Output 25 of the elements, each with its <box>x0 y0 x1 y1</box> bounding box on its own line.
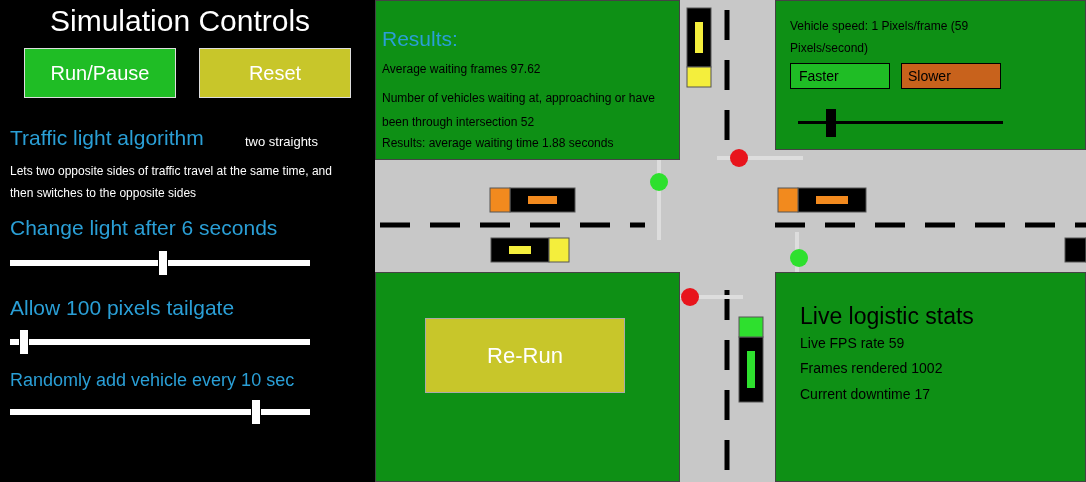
setting-value: two straights <box>245 134 318 149</box>
stat-text: Frames rendered 1002 <box>800 360 943 376</box>
stats-panel <box>775 272 1086 482</box>
setting-label: Allow 100 pixels tailgate <box>10 296 235 320</box>
stats-heading: Live logistic stats <box>800 303 974 330</box>
stat-text: Live FPS rate 59 <box>800 335 905 351</box>
faster-button: Faster <box>790 63 890 89</box>
panel-title: Simulation Controls <box>50 4 311 38</box>
section-heading: Traffic light algorithm <box>10 126 204 150</box>
speed-text: Vehicle speed: 1 Pixels/frame (59 Pixels/second) <box>790 18 970 57</box>
description-text: Lets two opposite sides of traffic travel at the same time, and then switches to the opposite sides <box>10 163 333 202</box>
setting-label: Change light after 6 seconds <box>10 216 278 240</box>
stat-text: Average waiting frames 97.62 <box>382 62 541 76</box>
speed-panel <box>775 0 1086 150</box>
re-run-button: Re-Run <box>425 318 625 393</box>
stat-text: Current downtime 17 <box>800 386 930 402</box>
results-heading: Results: <box>382 27 458 51</box>
results-panel <box>375 0 680 160</box>
stat-text: Results: average waiting time 1.88 seconds <box>382 136 614 150</box>
run-pause-button: Run/Pause <box>24 48 176 98</box>
reset-button: Reset <box>199 48 351 98</box>
stat-text: Number of vehicles waiting at, approaching or have been through intersection 52 <box>382 90 656 131</box>
setting-label: Randomly add vehicle every 10 sec <box>10 370 295 391</box>
grass-block <box>375 272 680 482</box>
slower-button: Slower <box>901 63 1001 89</box>
